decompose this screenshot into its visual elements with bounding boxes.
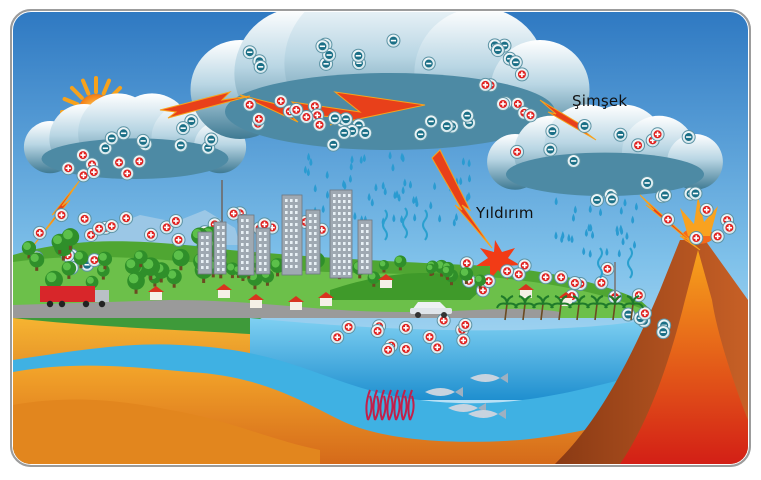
positive-charge-icon — [133, 155, 146, 168]
positive-charge-icon — [568, 277, 581, 290]
positive-charge-icon — [371, 325, 384, 338]
positive-charge-icon — [113, 156, 126, 169]
negative-charge-icon — [105, 132, 118, 145]
negative-charge-icon — [682, 131, 695, 144]
negative-charge-icon — [205, 133, 218, 146]
negative-charge-icon — [387, 34, 400, 47]
negative-charge-icon — [338, 126, 351, 139]
positive-charge-icon — [638, 307, 651, 320]
positive-charge-icon — [290, 103, 303, 116]
negative-charge-icon — [328, 112, 341, 125]
negative-charge-icon — [243, 46, 256, 59]
positive-charge-icon — [524, 109, 537, 122]
positive-charge-icon — [399, 321, 412, 334]
negative-charge-icon — [137, 134, 150, 147]
positive-charge-icon — [512, 268, 525, 281]
label-cloud-to-ground-lightning: Yıldırım — [476, 204, 534, 222]
positive-charge-icon — [172, 233, 185, 246]
positive-charge-icon — [459, 318, 472, 331]
positive-charge-icon — [399, 342, 412, 355]
positive-charge-icon — [723, 221, 736, 234]
negative-charge-icon — [614, 128, 627, 141]
negative-charge-icon — [461, 109, 474, 122]
positive-charge-icon — [423, 330, 436, 343]
positive-charge-icon — [120, 212, 133, 225]
positive-charge-icon — [144, 228, 157, 241]
positive-charge-icon — [539, 271, 552, 284]
positive-charge-icon — [62, 162, 75, 175]
positive-charge-icon — [651, 128, 664, 141]
positive-charge-icon — [274, 95, 287, 108]
negative-charge-icon — [316, 40, 329, 53]
building-icon — [282, 195, 302, 275]
positive-charge-icon — [479, 78, 492, 91]
building-icon — [214, 222, 226, 274]
positive-charge-icon — [690, 232, 703, 245]
positive-charge-icon — [497, 97, 510, 110]
positive-charge-icon — [55, 209, 68, 222]
positive-charge-icon — [105, 220, 118, 233]
negative-charge-icon — [509, 56, 522, 69]
negative-charge-icon — [546, 125, 559, 138]
positive-charge-icon — [93, 222, 106, 235]
positive-charge-icon — [457, 334, 470, 347]
negative-charge-icon — [425, 115, 438, 128]
positive-charge-icon — [87, 166, 100, 179]
negative-charge-icon — [352, 49, 365, 62]
positive-charge-icon — [169, 214, 182, 227]
negative-charge-icon — [578, 119, 591, 132]
negative-charge-icon — [491, 44, 504, 57]
positive-charge-icon — [76, 149, 89, 162]
positive-charge-icon — [595, 276, 608, 289]
positive-charge-icon — [515, 68, 528, 81]
negative-charge-icon — [544, 143, 557, 156]
negative-charge-icon — [605, 193, 618, 206]
negative-charge-icon — [359, 126, 372, 139]
negative-charge-icon — [174, 139, 187, 152]
negative-charge-icon — [590, 193, 603, 206]
building-icon — [256, 228, 270, 274]
negative-charge-icon — [422, 57, 435, 70]
building-icon — [238, 215, 254, 275]
positive-charge-icon — [711, 230, 724, 243]
positive-charge-icon — [243, 98, 256, 111]
negative-charge-icon — [689, 187, 702, 200]
negative-charge-icon — [117, 127, 130, 140]
building-icon — [306, 210, 320, 274]
positive-charge-icon — [662, 213, 675, 226]
negative-charge-icon — [567, 154, 580, 167]
positive-charge-icon — [700, 203, 713, 216]
building-icon — [198, 232, 212, 274]
negative-charge-icon — [414, 128, 427, 141]
positive-charge-icon — [252, 112, 265, 125]
building-icon — [330, 190, 352, 278]
positive-charge-icon — [121, 167, 134, 180]
positive-charge-icon — [331, 331, 344, 344]
negative-charge-icon — [254, 60, 267, 73]
positive-charge-icon — [33, 226, 46, 239]
positive-charge-icon — [313, 118, 326, 131]
negative-charge-icon — [658, 189, 671, 202]
positive-charge-icon — [501, 265, 514, 278]
positive-charge-icon — [78, 212, 91, 225]
positive-charge-icon — [632, 139, 645, 152]
negative-charge-icon — [440, 120, 453, 133]
negative-charge-icon — [641, 176, 654, 189]
positive-charge-icon — [342, 320, 355, 333]
positive-charge-icon — [382, 343, 395, 356]
positive-charge-icon — [511, 145, 524, 158]
label-cloud-to-cloud-lightning: Şimşek — [572, 92, 627, 110]
negative-charge-icon — [657, 326, 670, 339]
negative-charge-icon — [177, 122, 190, 135]
building-icon — [358, 220, 372, 274]
negative-charge-icon — [327, 138, 340, 151]
positive-charge-icon — [555, 271, 568, 284]
